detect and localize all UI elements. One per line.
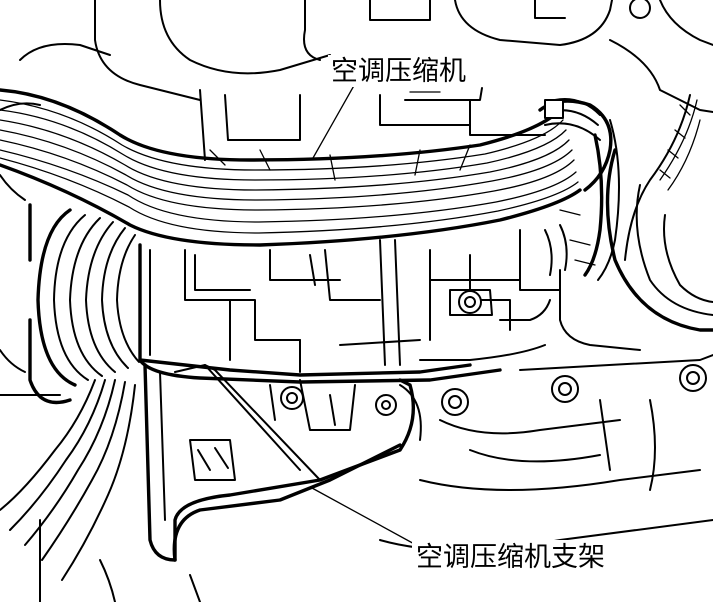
bracket-label: 空调压缩机支架 [416, 542, 605, 573]
compressor-leader-line [312, 81, 357, 159]
engine-right-side [379, 148, 713, 551]
left-lower-lines [0, 379, 201, 602]
drive-belt [0, 88, 582, 247]
ac-compressor-bracket [143, 363, 422, 562]
leader-lines [311, 81, 419, 547]
bracket-leader-line [311, 487, 419, 547]
mounting-bolts [441, 364, 707, 416]
pulley [0, 174, 140, 405]
compressor-label: 空调压缩机 [331, 56, 466, 87]
bracket-label-backing [412, 540, 630, 574]
belt-hose-right [538, 94, 701, 281]
compressor-label-backing [328, 55, 473, 87]
engine-block-outline [0, 0, 713, 161]
